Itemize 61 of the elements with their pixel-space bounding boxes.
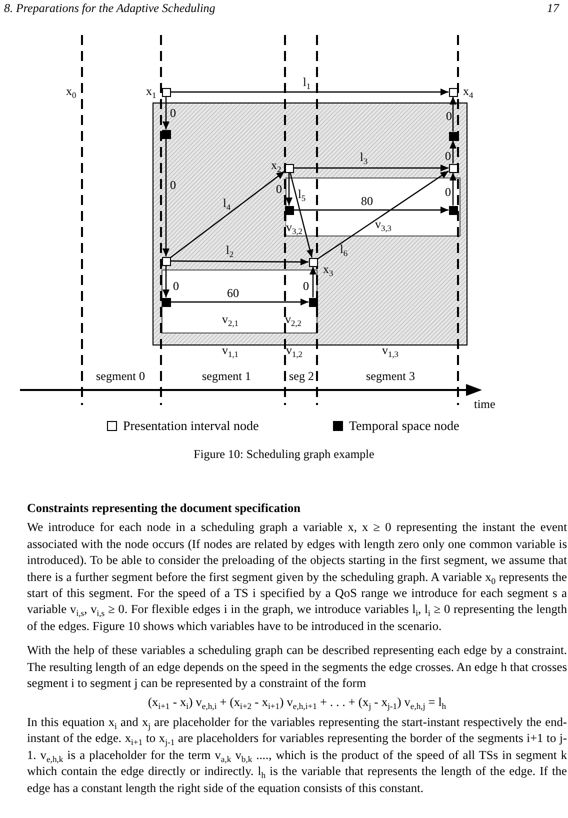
segment-label: segment 1 (202, 370, 251, 383)
variable-label: x$_{0}$ (66, 85, 76, 98)
paragraph: We introduce for each node in a scheduling graph a variable x, x ≥ 0 representing the instant the event associated with the node occurs (If nodes are related by edges with length zero only one common variable is introduced). To be able to consider the preloading of the objects starting in the first segment, we assume that there is a further segment before the first segment given by the scheduling graph. A variable x$_{0}$ represents the start of this segment. For the speed of a TS i specified by a QoS range we introduce for each segment s a variable v$_{i,s}$, v$_{i,s}$ ≥ 0. For flexible edges i in the graph, we introduce variables l$_{i}$, l$_{i}$ ≥ 0 representing the length of the edges. Figure 10 shows which variables have to be introduced in the scenario. (27, 519, 567, 634)
node-label: x$_{3}$ (323, 263, 334, 276)
axis-label: time (474, 398, 496, 411)
running-header: 8. Preparations for the Adaptive Scheduling (4, 2, 216, 15)
edge-label: 80 (361, 195, 373, 208)
arrow (450, 140, 456, 164)
arrow (286, 172, 292, 206)
section-heading: Constraints representing the document specification (27, 500, 302, 516)
edge-label: 60 (227, 287, 239, 300)
legend-label: Temporal space node (349, 419, 460, 432)
speed-variable-label: v$_{1,1}$ (222, 344, 238, 357)
node-label: x$_{4}$ (463, 85, 474, 98)
legend-label: Presentation interval node (123, 419, 259, 432)
paragraph: With the help of these variables a scheduling graph can be described representing each edge by a constraint. The resulting length of an edge depends on the speed in the segments the edge crosses. An edge h that crosses segment i to segment j can be represented by a constraint of the form (27, 642, 567, 692)
paragraph: In this equation x$_{i}$ and x$_{j}$ are placeholder for the variables representing the start-instant respectively the end-instant of the edge. x$_{i+1}$ to x$_{j-1}$ are placeholders for variables representing the border of the segments i+1 to j-1. v$_{e,h,k}$ is a placeholder for the term v$_{a,k}$ v$_{b,k}$ ...., which is the product of the speed of all TSs in segment k which contain the edge directly or indirectly. l$_{h}$ is the variable that represents the length of the edge. If the edge has a constant length the right side of the equation consists of this constant. (27, 714, 567, 796)
segment-label: seg 2 (289, 370, 314, 383)
arrow (170, 170, 285, 258)
edge-label: 0 (445, 186, 451, 199)
arrow (450, 96, 456, 132)
edge-label: 0 (170, 179, 176, 192)
edge-label: 0 (445, 150, 451, 163)
page-number: 17 (547, 2, 559, 15)
segment-label: segment 3 (366, 370, 415, 383)
edge-label: 0 (303, 280, 309, 293)
arrow (162, 96, 170, 130)
speed-variable-label: v$_{1,3}$ (382, 344, 398, 357)
speed-variable-label: v$_{2,2}$ (285, 313, 302, 326)
speed-variable-label: v$_{2,1}$ (222, 313, 238, 326)
node-label: x$_{1}$ (146, 85, 156, 98)
presentation-interval-node (162, 88, 170, 96)
edge-label: 0 (173, 280, 179, 293)
edge-label: l$_{4}$ (223, 197, 231, 210)
edge-label: l$_{3}$ (360, 151, 368, 164)
edge-label: 0 (276, 183, 282, 196)
arrow (170, 88, 448, 96)
arrow (294, 206, 448, 214)
arrow (290, 172, 314, 258)
edge-label: 0 (446, 110, 452, 123)
edge-label: l$_{6}$ (340, 243, 348, 256)
arrow (162, 138, 170, 256)
edge-label: l$_{5}$ (298, 188, 306, 201)
arrow (294, 164, 448, 172)
node-label: x$_{2}$ (271, 159, 282, 172)
speed-variable-label: v$_{3,3}$ (375, 218, 392, 231)
figure-caption: Figure 10: Scheduling graph example (194, 448, 374, 461)
arrow (450, 172, 456, 206)
presentation-interval-node (448, 88, 458, 96)
speed-variable-label: v$_{1,2}$ (286, 344, 302, 357)
arrow (310, 266, 316, 298)
equation: (x$_{i+1}$ - x$_{i}$) v$_{e,h,i}$ + (x$_{i+2}$ - x$_{i+1}$) v$_{e,h,i+1}$ + . . . + (x$_{j}$ - x$_{j-1}$) v$_{e,h,j}$ = l$_{h}$ (148, 694, 446, 711)
speed-variable-label: v$_{3,2}$ (286, 221, 302, 234)
edge-label: 0 (170, 107, 176, 120)
edge-label: l$_{2}$ (226, 244, 234, 257)
arrow (170, 258, 308, 266)
arrow (317, 170, 449, 260)
segment-label: segment 0 (96, 370, 145, 383)
edge-label: l$_{1}$ (303, 76, 311, 89)
arrow (170, 298, 308, 306)
arrow (162, 266, 170, 298)
